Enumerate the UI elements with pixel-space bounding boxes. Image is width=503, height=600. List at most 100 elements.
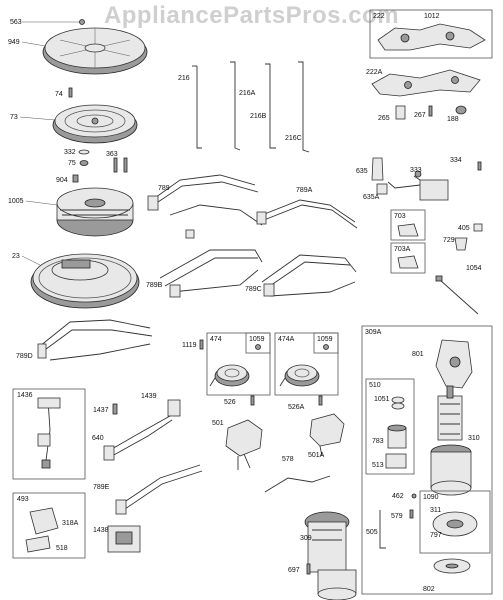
part-clip-405[interactable] <box>473 223 483 232</box>
callout-216B: 216B <box>250 113 267 120</box>
part-plug-1439[interactable] <box>167 399 181 417</box>
part-nut-1059-a[interactable] <box>255 344 261 350</box>
callout-1436: 1436 <box>17 392 33 399</box>
box-703 <box>390 209 426 241</box>
callout-1051: 1051 <box>374 396 390 403</box>
part-screw-334[interactable] <box>477 161 482 171</box>
part-starter-motor-309[interactable] <box>304 511 357 600</box>
part-harness-789A[interactable] <box>256 199 358 229</box>
callout-216: 216 <box>178 75 190 82</box>
callout-1439: 1439 <box>141 393 157 400</box>
part-spring-1051[interactable] <box>391 396 405 410</box>
part-key-904[interactable] <box>72 174 79 183</box>
part-screw-526[interactable] <box>250 395 255 406</box>
part-harness-789D[interactable] <box>37 319 153 361</box>
part-link-216[interactable] <box>192 65 202 149</box>
part-alternator-474A[interactable] <box>279 364 320 387</box>
part-pinion-513[interactable] <box>385 453 407 469</box>
part-end-plate-802[interactable] <box>433 558 471 574</box>
part-control-bracket-222A[interactable] <box>371 69 481 97</box>
callout-510: 510 <box>369 382 381 389</box>
part-switch-703A[interactable] <box>397 255 419 269</box>
part-screw-74[interactable] <box>68 87 73 98</box>
part-boot-635A[interactable] <box>376 183 388 195</box>
part-screw-267[interactable] <box>428 105 433 117</box>
part-fan-screen[interactable] <box>42 19 148 75</box>
part-flywheel[interactable] <box>56 187 134 237</box>
part-link-216A[interactable] <box>230 61 241 151</box>
callout-1059-a: 1059 <box>249 336 265 343</box>
part-switch-703[interactable] <box>397 223 419 237</box>
part-regulator-501[interactable] <box>225 419 263 470</box>
callout-216C: 216C <box>285 135 302 142</box>
part-alternator-474[interactable] <box>209 364 250 387</box>
callout-474A: 474A <box>278 336 295 343</box>
part-flywheel-ring-gear[interactable] <box>30 253 140 309</box>
callout-789A: 789A <box>296 187 313 194</box>
callout-309A: 309A <box>365 329 382 336</box>
part-control-bracket-222[interactable] <box>377 23 486 51</box>
box-474A <box>274 332 339 396</box>
part-harness-789B[interactable] <box>159 249 263 298</box>
part-bracket-318A[interactable] <box>25 507 59 553</box>
part-clip-265[interactable] <box>395 105 406 120</box>
part-cap-729[interactable] <box>454 237 468 251</box>
part-end-cap-311[interactable] <box>432 511 478 537</box>
part-nut-188[interactable] <box>455 105 467 115</box>
part-harness-789[interactable] <box>147 174 263 239</box>
part-bolt-363[interactable] <box>113 157 128 173</box>
callout-318A: 318A <box>62 520 79 527</box>
part-tie-1054[interactable] <box>435 275 479 315</box>
part-nut-462[interactable] <box>411 493 417 499</box>
part-nut-75[interactable] <box>79 160 89 166</box>
part-rotating-screen[interactable] <box>52 104 138 144</box>
callout-309: 309 <box>300 535 312 542</box>
part-bolt-697[interactable] <box>306 563 311 575</box>
part-motor-housing[interactable] <box>430 444 472 496</box>
callout-1054: 1054 <box>466 265 482 272</box>
callout-188: 188 <box>447 116 459 123</box>
callout-310: 310 <box>468 435 480 442</box>
callout-729: 729 <box>443 237 455 244</box>
callout-563: 563 <box>10 19 22 26</box>
part-harness-789C[interactable] <box>261 254 357 297</box>
part-module-1438[interactable] <box>107 525 141 553</box>
part-link-216C[interactable] <box>298 61 310 153</box>
callout-222: 222 <box>373 13 385 20</box>
callout-526: 526 <box>224 399 236 406</box>
part-washer-332[interactable] <box>78 149 90 155</box>
part-wire-578[interactable] <box>264 475 331 493</box>
part-nut-1059-b[interactable] <box>323 344 329 350</box>
part-armature-310[interactable] <box>437 385 463 441</box>
part-harness-789E[interactable] <box>115 464 203 515</box>
callout-797: 797 <box>430 532 442 539</box>
part-screw-526A[interactable] <box>318 395 323 406</box>
box-493 <box>12 492 86 559</box>
part-rod-505[interactable] <box>379 510 386 549</box>
part-screw-579[interactable] <box>409 509 414 519</box>
part-armature-333[interactable] <box>387 170 449 201</box>
part-regulator-501A[interactable] <box>309 413 345 457</box>
callout-311: 311 <box>430 507 441 514</box>
callout-640: 640 <box>92 435 104 442</box>
part-spark-plug-boot-635[interactable] <box>371 157 384 181</box>
callout-74: 74 <box>55 91 63 98</box>
part-gear-783[interactable] <box>387 424 407 449</box>
callout-267: 267 <box>414 112 426 119</box>
callout-1059-b: 1059 <box>317 336 333 343</box>
callout-904: 904 <box>56 177 68 184</box>
callout-334: 334 <box>450 157 462 164</box>
callout-222A: 222A <box>366 69 383 76</box>
part-screw-1119[interactable] <box>199 339 204 350</box>
part-drive-housing-801[interactable] <box>435 339 473 389</box>
callout-789: 789 <box>158 185 170 192</box>
callout-513: 513 <box>372 462 384 469</box>
part-screw-1437[interactable] <box>112 403 118 415</box>
box-703A <box>390 242 426 274</box>
callout-703A: 703A <box>394 246 411 253</box>
part-link-216B[interactable] <box>265 63 276 149</box>
part-key-switch-1436[interactable] <box>37 397 61 469</box>
part-harness-640[interactable] <box>103 415 173 461</box>
callout-75: 75 <box>68 160 76 167</box>
